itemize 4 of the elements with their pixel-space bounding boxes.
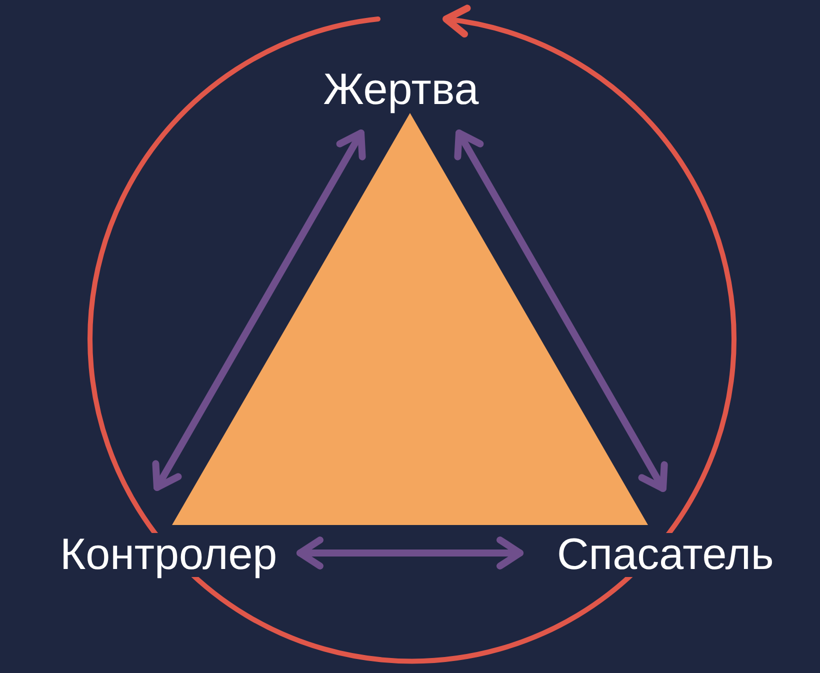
double-arrow xyxy=(454,130,668,492)
role-label: Спасатель xyxy=(557,533,774,577)
double-arrow xyxy=(296,536,524,570)
double-arrow xyxy=(152,130,366,491)
